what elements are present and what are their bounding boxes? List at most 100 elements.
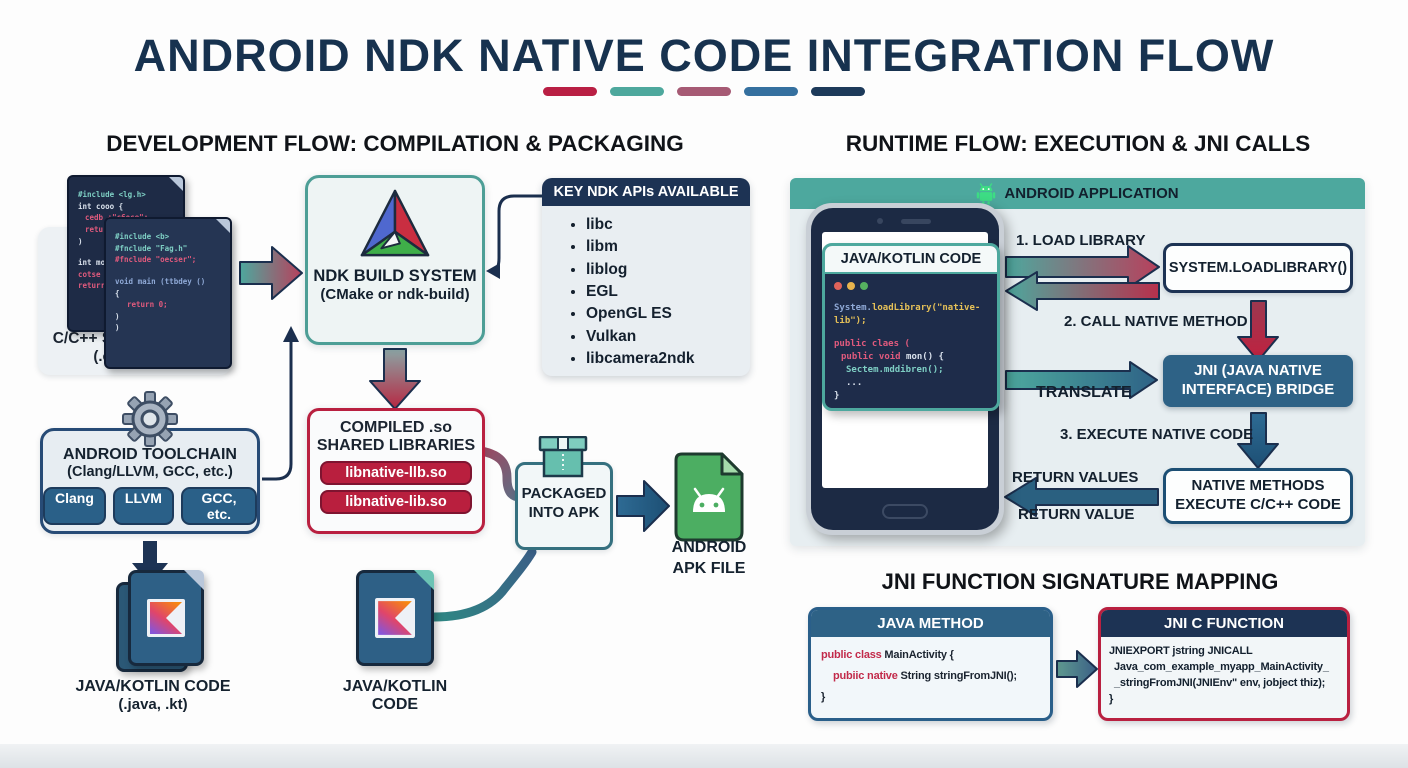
return-value-label: RETURN VALUE	[1018, 506, 1135, 523]
android-application-label: ANDROID APPLICATION	[1004, 185, 1179, 202]
step-1-label: 1. LOAD LIBRARY	[1016, 232, 1146, 249]
arrow-java-to-c-function	[1056, 650, 1098, 688]
arrow-source-to-ndk	[239, 246, 303, 300]
arrowhead-toolchain-to-ndk	[283, 326, 299, 342]
code-line: {	[115, 288, 120, 298]
code-line: #include <b>	[115, 232, 170, 241]
phone-home-button	[882, 504, 928, 519]
connector-kotlin-to-packaged	[429, 547, 537, 622]
code-line: System.loadLibrary("native-lib");	[834, 302, 988, 328]
kotlin-mid-label: JAVA/KOTLIN CODE	[330, 678, 460, 714]
api-item: Vulkan	[586, 326, 750, 348]
toolchain-badges: Clang LLVM GCC, etc.	[43, 487, 257, 525]
code-line: )	[115, 323, 120, 333]
native-methods-box: NATIVE METHODS EXECUTE C/C++ CODE	[1163, 468, 1353, 524]
kotlin-left-line1: JAVA/KOTLIN CODE	[75, 678, 231, 695]
kotlin-file-icon	[128, 570, 204, 666]
red-dot	[834, 282, 842, 290]
accent-dash	[610, 87, 664, 96]
yellow-dot	[847, 282, 855, 290]
code-keyword: pubiic native	[833, 669, 898, 682]
code-file-icon: #include <b> #fnclude "Fag.h" #fnclude "…	[104, 217, 232, 369]
title-accent-dashes	[0, 87, 1408, 96]
phone-speaker	[901, 219, 931, 224]
code-line: cotse	[78, 269, 101, 279]
toolchain-badge: LLVM	[112, 487, 174, 525]
package-box-icon	[538, 436, 588, 478]
code-line: )	[115, 311, 120, 321]
code-line: public claes (	[834, 339, 910, 350]
code-line: return 0;	[127, 300, 168, 310]
toolchain-badge: Clang	[43, 487, 106, 525]
jni-bridge-line1: JNI (JAVA NATIVE	[1194, 362, 1322, 380]
code-line: returr	[78, 281, 106, 291]
jni-c-function-heading: JNI C FUNCTION	[1101, 610, 1347, 637]
jni-c-function-box: JNI C FUNCTION JNIEXPORT jstring JNICALL…	[1098, 607, 1350, 721]
accent-dash	[811, 87, 865, 96]
java-method-heading: JAVA METHOD	[811, 610, 1050, 637]
compiled-title-2: SHARED LIBRARIES	[316, 437, 476, 455]
arrow-packaged-to-apk	[616, 480, 670, 532]
cmake-logo	[360, 189, 430, 257]
api-item: liblog	[586, 259, 750, 281]
gear-icon	[122, 391, 178, 447]
code-card-body: System.loadLibrary("native-lib"); public…	[825, 274, 997, 403]
code-keyword: public class	[821, 649, 882, 661]
ndk-apis-list: libc libm liblog EGL OpenGL ES Vulkan li…	[586, 214, 750, 370]
code-line: Sectem.mddibren();	[846, 365, 944, 376]
api-item: EGL	[586, 281, 750, 303]
accent-dash	[677, 87, 731, 96]
step-2-label: 2. CALL NATIVE METHOD	[1064, 313, 1248, 330]
kotlin-k-logo	[147, 599, 185, 637]
shared-library-pill: libnative-lib.so	[320, 489, 472, 514]
code-line: _stringFromJNI(JNIEnv" env, jobject thiz…	[1114, 676, 1326, 689]
kotlin-left-line2: (.java, .kt)	[118, 696, 188, 713]
folded-corner	[167, 177, 183, 193]
java-method-code: public class MainActivity { pubiic nativ…	[811, 637, 1050, 716]
code-line: )	[78, 236, 83, 246]
jni-bridge-line2: INTERFACE) BRIDGE	[1181, 381, 1335, 398]
compiled-libraries-box: COMPILED .so SHARED LIBRARIES libnative-…	[307, 408, 485, 534]
translate-label: TRANSLATE	[1036, 384, 1132, 401]
arrow-ndk-to-compiled	[369, 348, 421, 410]
shared-library-pill: libnative-llb.so	[320, 460, 472, 485]
code-line: void main (ttbdey ()	[115, 276, 206, 286]
api-item: libm	[586, 236, 750, 258]
green-apk-file-icon	[674, 452, 744, 542]
connector-toolchain-to-ndk	[262, 340, 293, 481]
dev-flow-heading: DEVELOPMENT FLOW: COMPILATION & PACKAGIN…	[106, 131, 684, 156]
code-line: ...	[846, 378, 863, 389]
jni-mapping-heading: JNI FUNCTION SIGNATURE MAPPING	[881, 569, 1279, 594]
code-line: Java_com_example_myapp_MainActivity_	[1114, 660, 1329, 673]
java-kotlin-code-card: JAVA/KOTLIN CODE System.loadLibrary("nat…	[822, 243, 1000, 411]
code-line: JNIEXPORT jstring JNICALL	[1109, 645, 1253, 657]
packaged-line-2: INTO APK	[528, 503, 600, 521]
compiled-title-1: COMPILED .so	[339, 419, 452, 436]
ndk-build-title: NDK BUILD SYSTEM	[313, 267, 477, 285]
code-line: }	[821, 690, 826, 703]
accent-dash	[543, 87, 597, 96]
code-token: mon() {	[900, 352, 944, 363]
toolchain-subtitle: (Clang/LLVM, GCC, etc.)	[67, 464, 233, 480]
ndk-apis-box: KEY NDK APIs AVAILABLE libc libm liblog …	[542, 178, 750, 376]
toolchain-badge: GCC, etc.	[180, 487, 257, 525]
code-line: #include <lg.h>	[78, 190, 146, 199]
apk-label-2: APK FILE	[672, 559, 746, 577]
return-values-label: RETURN VALUES	[1012, 469, 1139, 486]
code-line: int cooo {	[78, 201, 124, 211]
api-item: libcamera2ndk	[586, 348, 750, 370]
folded-corner	[214, 219, 230, 235]
code-token: System.	[834, 303, 872, 313]
code-token: public void	[841, 352, 901, 363]
packaged-line-1: PACKAGED	[521, 485, 607, 502]
code-line: public void mon() {	[834, 351, 988, 364]
code-token: MainActivity {	[881, 649, 954, 661]
native-methods-line1: NATIVE METHODS	[1191, 477, 1325, 495]
code-line: public class MainActivity {	[821, 645, 1040, 666]
jni-bridge-box: JNI (JAVA NATIVE INTERFACE) BRIDGE	[1163, 355, 1353, 407]
code-card-title: JAVA/KOTLIN CODE	[825, 246, 997, 274]
kotlin-mid-line2: CODE	[371, 696, 419, 713]
kotlin-k-logo	[375, 598, 415, 638]
ndk-build-subtitle: (CMake or ndk-build)	[320, 286, 470, 303]
